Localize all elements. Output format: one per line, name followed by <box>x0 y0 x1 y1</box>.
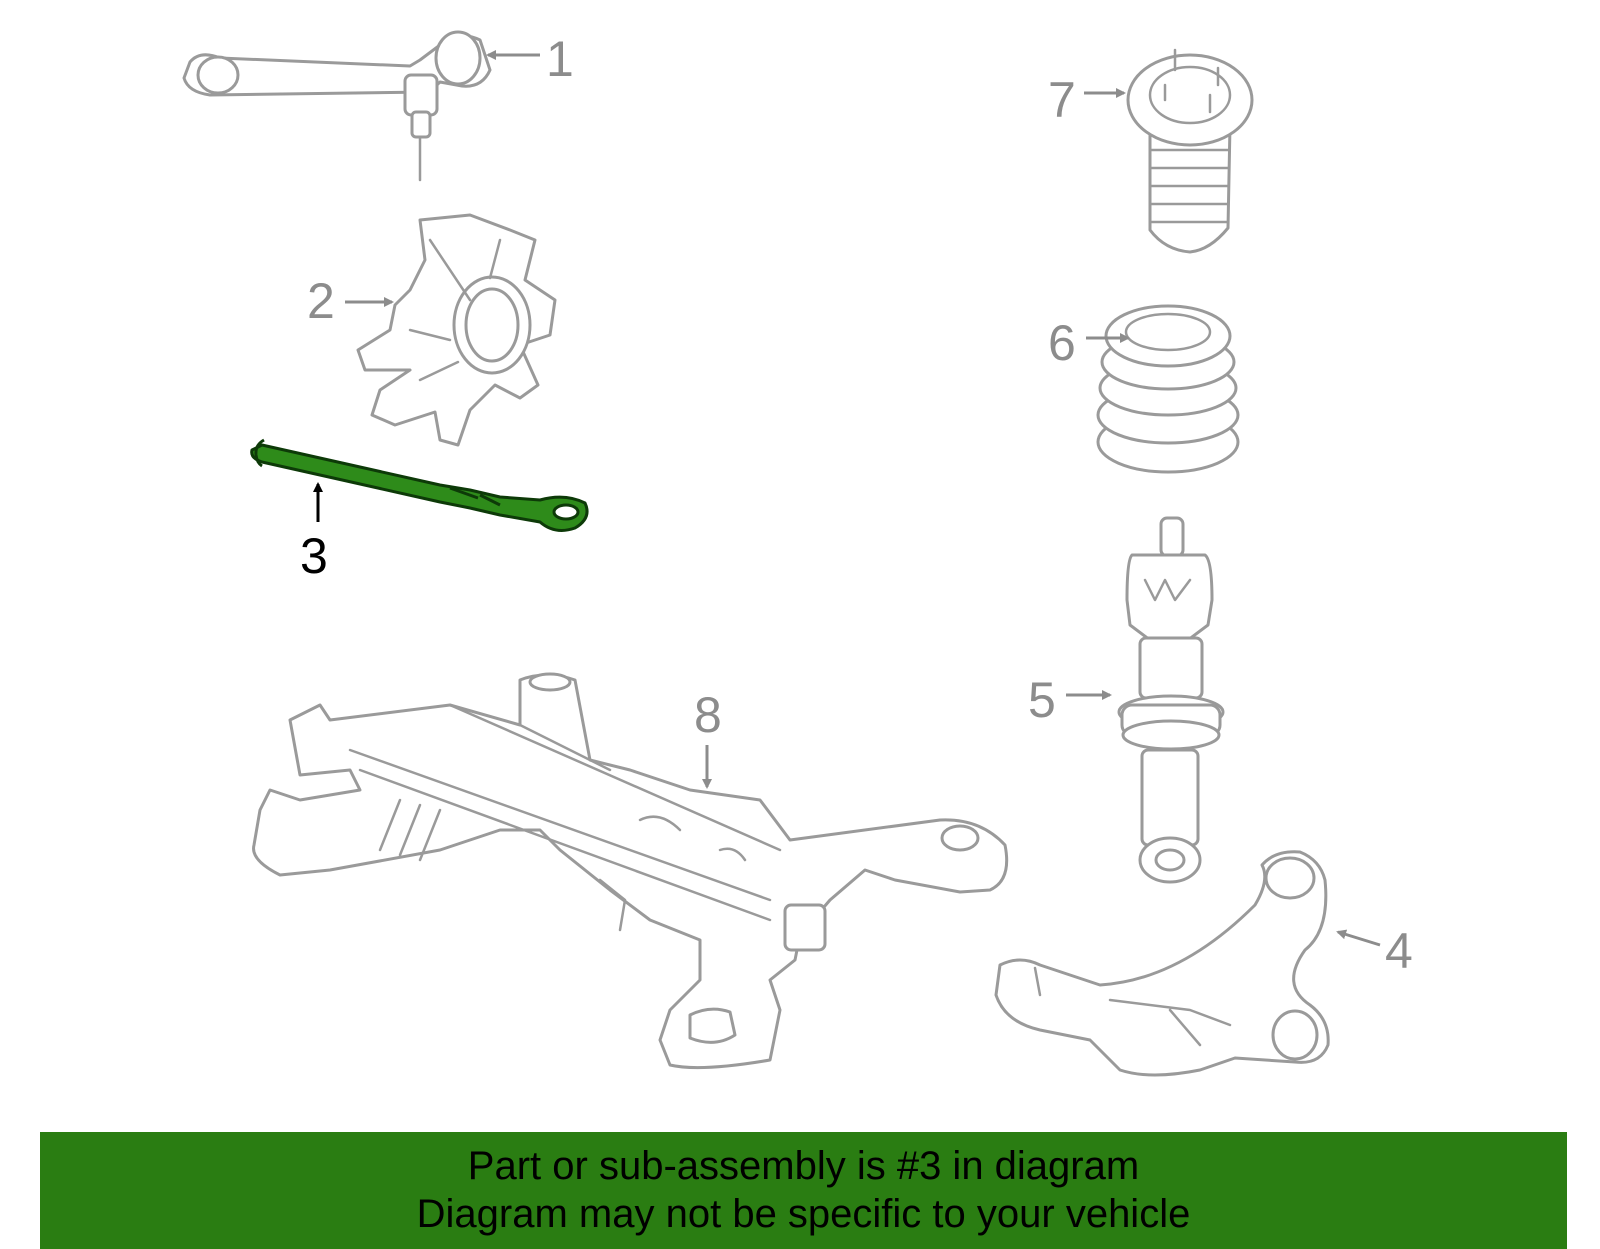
callout-4: 4 <box>1385 923 1413 979</box>
callout-5: 5 <box>1028 672 1056 728</box>
callout-3: 3 <box>300 528 328 584</box>
part-5-shock-absorber[interactable] <box>1117 516 1225 884</box>
part-3-tie-rod[interactable] <box>250 438 589 532</box>
callout-2: 2 <box>307 273 335 329</box>
banner-part-notice: Part or sub-assembly is #3 in diagram <box>467 1144 1140 1188</box>
part-2-knuckle[interactable] <box>356 213 557 447</box>
callout-7: 7 <box>1048 72 1076 128</box>
part-1-upper-control-arm[interactable] <box>182 30 492 182</box>
callout-6: 6 <box>1048 315 1076 371</box>
part-6-spring-insulator[interactable] <box>1096 304 1240 474</box>
banner-disclaimer: Diagram may not be specific to your vehi… <box>416 1192 1191 1236</box>
callout-8: 8 <box>694 687 722 743</box>
part-7-strut-mount[interactable] <box>1126 48 1254 254</box>
part-4-lower-control-arm[interactable] <box>994 850 1330 1077</box>
callout-1: 1 <box>546 31 574 87</box>
leader-4 <box>1336 929 1381 947</box>
info-banner: Part or sub-assembly is #3 in diagram Di… <box>40 1132 1567 1249</box>
part-8-subframe[interactable] <box>252 672 1009 1070</box>
